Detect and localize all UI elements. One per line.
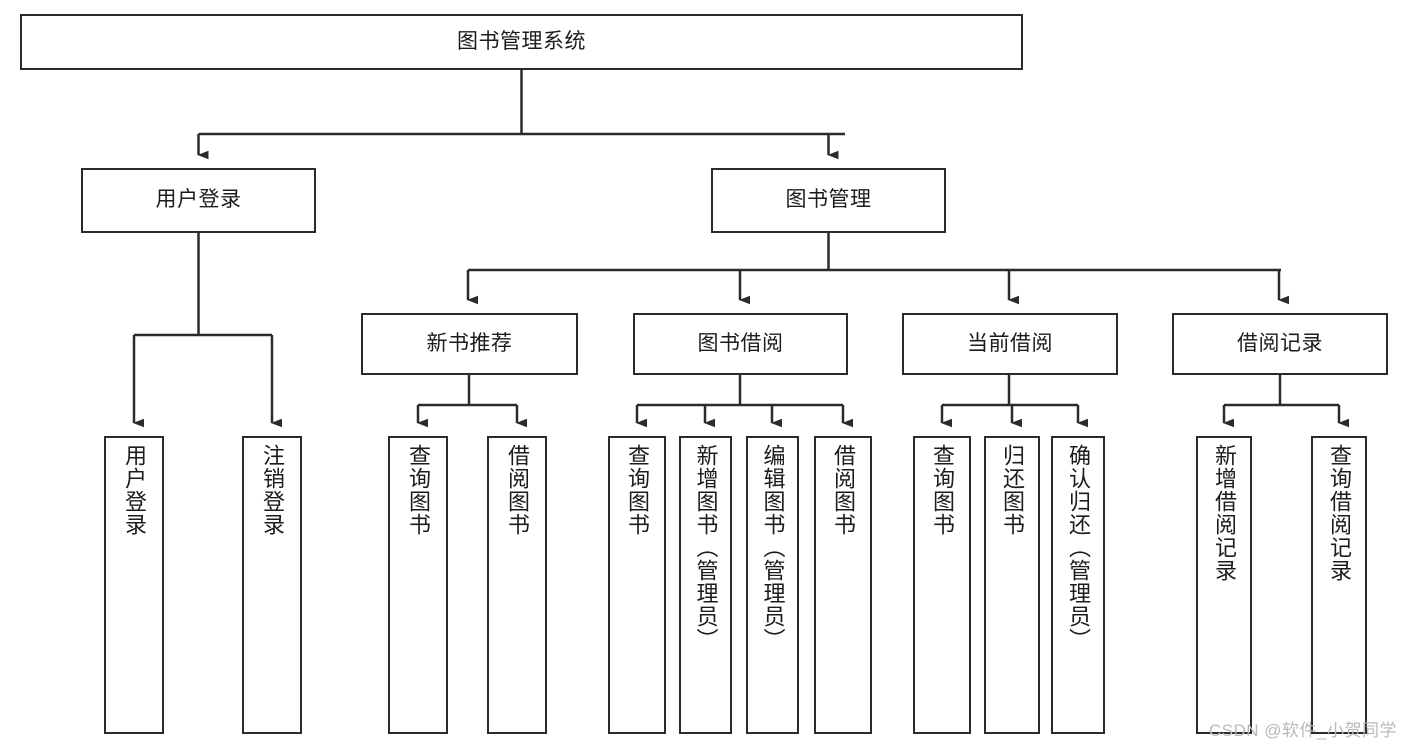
node-leaf-logout[interactable]: 注销登录: [242, 436, 302, 734]
node-label: 查询图书: [405, 444, 431, 536]
node-label: 查询图书: [624, 444, 650, 536]
node-label: 用户登录: [121, 444, 147, 536]
connector-book-borrow-to-leaves: [635, 375, 853, 428]
node-leaf-query-book-2[interactable]: 查询图书: [608, 436, 666, 734]
node-leaf-add-book[interactable]: 新增图书（管理员）: [679, 436, 732, 734]
node-label: 查询图书: [929, 444, 955, 536]
node-new-book-recommend[interactable]: 新书推荐: [361, 313, 578, 375]
node-leaf-query-record[interactable]: 查询借阅记录: [1311, 436, 1367, 734]
csdn-watermark: CSDN @软件_小贺同学: [1208, 721, 1397, 740]
node-borrow-record[interactable]: 借阅记录: [1172, 313, 1388, 375]
node-leaf-borrow-book-2[interactable]: 借阅图书: [814, 436, 872, 734]
node-leaf-confirm-return[interactable]: 确认归还（管理员）: [1051, 436, 1105, 734]
node-book-management[interactable]: 图书管理: [711, 168, 946, 233]
connector-borrow-record-to-leaves: [1222, 375, 1349, 428]
node-label: 新增图书（管理员）: [693, 444, 719, 651]
node-label: 借阅记录: [1237, 331, 1323, 355]
connector-current-borrow-to-leaves: [940, 375, 1088, 428]
node-leaf-return-book[interactable]: 归还图书: [984, 436, 1040, 734]
node-label: 借阅图书: [830, 444, 856, 536]
connector-user-login-to-leaves: [132, 233, 282, 428]
node-leaf-user-login[interactable]: 用户登录: [104, 436, 164, 734]
node-label: 确认归还（管理员）: [1065, 444, 1091, 651]
node-leaf-add-record[interactable]: 新增借阅记录: [1196, 436, 1252, 734]
node-user-login[interactable]: 用户登录: [81, 168, 316, 233]
node-label: 图书借阅: [697, 331, 784, 355]
node-label: 图书管理: [785, 188, 872, 212]
node-leaf-query-book-1[interactable]: 查询图书: [388, 436, 448, 734]
node-leaf-borrow-book-1[interactable]: 借阅图书: [487, 436, 547, 734]
node-root-system[interactable]: 图书管理系统: [20, 14, 1023, 70]
node-label: 借阅图书: [504, 444, 530, 536]
connector-root-to-level1: [197, 70, 845, 160]
connector-new-book-recommend-to-leaves: [416, 375, 527, 428]
node-label: 新增借阅记录: [1211, 444, 1237, 582]
node-label: 新书推荐: [426, 331, 513, 355]
node-label: 注销登录: [259, 444, 285, 536]
node-current-borrow[interactable]: 当前借阅: [902, 313, 1118, 375]
node-leaf-edit-book[interactable]: 编辑图书（管理员）: [746, 436, 799, 734]
connector-book-management-to-level2: [466, 233, 1289, 305]
node-label: 用户登录: [155, 188, 242, 212]
node-book-borrow[interactable]: 图书借阅: [633, 313, 848, 375]
node-leaf-query-book-3[interactable]: 查询图书: [913, 436, 971, 734]
node-label: 当前借阅: [967, 331, 1053, 355]
node-label: 查询借阅记录: [1326, 444, 1352, 582]
node-label: 编辑图书（管理员）: [760, 444, 786, 651]
node-label: 归还图书: [999, 444, 1025, 536]
node-label: 图书管理系统: [457, 29, 586, 53]
